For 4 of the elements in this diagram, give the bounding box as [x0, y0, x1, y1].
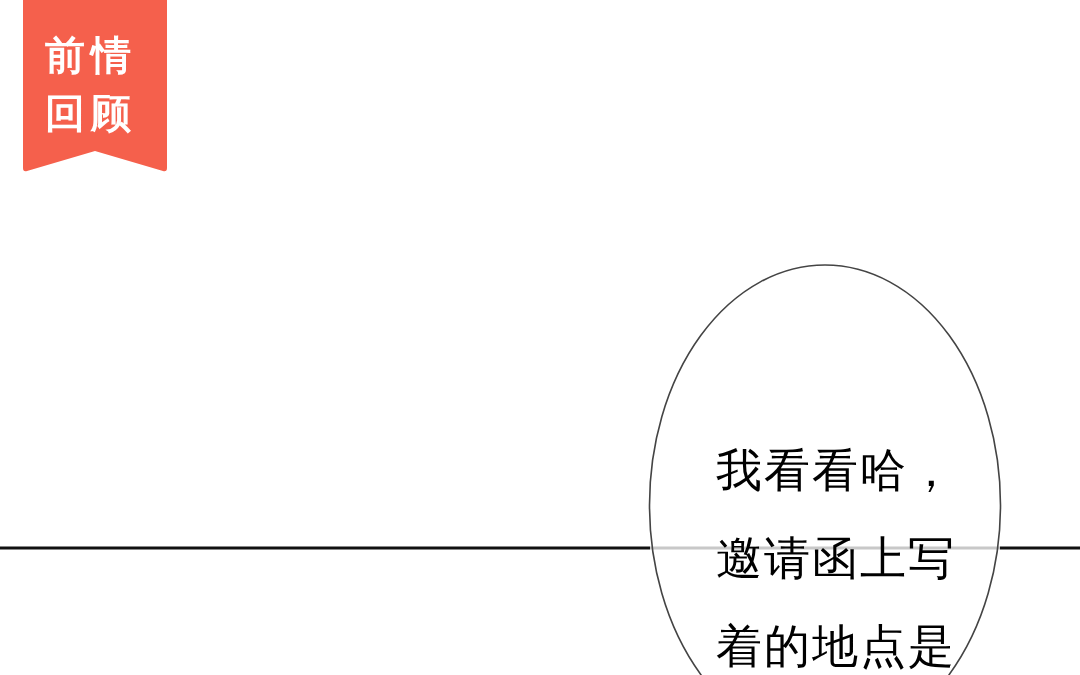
- bookmark-badge: [23, 0, 167, 172]
- speech-bubble: [648, 264, 1002, 675]
- badge-text: 前情回顾: [45, 31, 138, 138]
- speech-text: 我看看哈，邀请函上写着的地点是: [716, 442, 957, 675]
